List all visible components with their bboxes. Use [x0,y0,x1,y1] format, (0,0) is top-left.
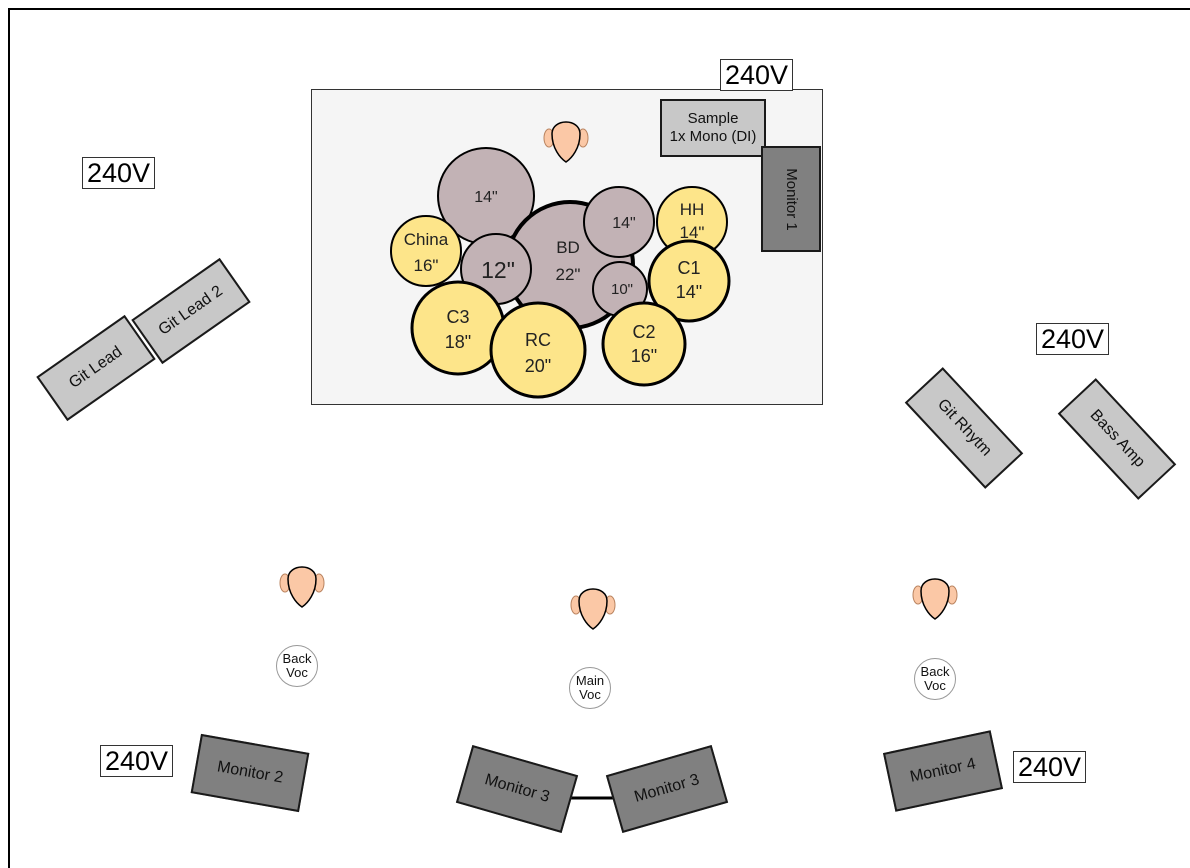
back-vocal-left-head-icon [279,566,325,608]
monitor-2-label: Monitor 2 [215,758,285,787]
power-outlet-label: 240V [100,745,174,777]
cymbal-size: 16" [631,346,657,366]
power-outlet-label: 240V [1013,751,1087,783]
cymbal-label: HH [680,200,705,219]
drum-label: 10" [611,281,633,298]
mic-label: Back [920,664,950,679]
cymbal-c2: C2 16" [601,301,687,387]
cymbal-c1: C1 14" [647,239,731,323]
git-lead-label: Git Lead [66,343,126,392]
drum-label: 14" [474,189,497,206]
monitor-4-label: Monitor 4 [908,755,978,786]
monitor-1-label: Monitor 1 [782,167,800,231]
power-outlet-label: 240V [720,59,794,91]
drummer-head-icon [543,121,589,163]
cymbal-size: 14" [676,282,702,302]
monitor-3-right-label: Monitor 3 [632,771,702,806]
sample-label: Sample [687,110,739,127]
monitor-3-left-label: Monitor 3 [482,771,552,806]
sample-detail: 1x Mono (DI) [669,128,757,145]
stage-plot-graphics: 14" BD 22" 14" 12" 10" HH 14" China 16" … [279,121,958,800]
mic-label-2: Voc [924,678,946,693]
cymbal-label: RC [525,330,551,350]
back-vocal-right-head-icon [912,578,958,620]
drum-14-right: 14" [583,186,655,258]
cymbal-size: 20" [525,356,551,376]
cymbal-size: 16" [414,256,439,275]
main-vocal-head-icon [570,588,616,630]
cymbal-label: C3 [446,307,469,327]
power-outlet-label: 240V [1036,323,1110,355]
monitor-1: Monitor 1 [761,146,821,252]
cymbal-ride: RC 20" [489,301,587,399]
drum-10: 10" [592,261,648,317]
power-outlet-label: 240V [82,157,156,189]
cymbal-size: 18" [445,332,471,352]
stage-outline [8,8,1190,868]
cymbal-label: C2 [632,322,655,342]
bass-drum-size: 22" [556,265,581,284]
sample-di-box: Sample 1x Mono (DI) [660,99,766,157]
bass-drum-label: BD [556,238,580,257]
mic-label: Main [575,673,605,688]
cymbal-size: 14" [680,223,705,242]
cymbal-c3: C3 18" [410,280,506,376]
cymbal-label: China [404,230,449,249]
mic-label-2: Voc [286,665,308,680]
drum-label: 12" [481,257,515,283]
drum-label: 14" [612,215,635,232]
mic-label: Back [282,651,312,666]
mic-label-2: Voc [579,687,601,702]
cymbal-label: C1 [677,258,700,278]
cymbal-china: China 16" [390,215,462,287]
